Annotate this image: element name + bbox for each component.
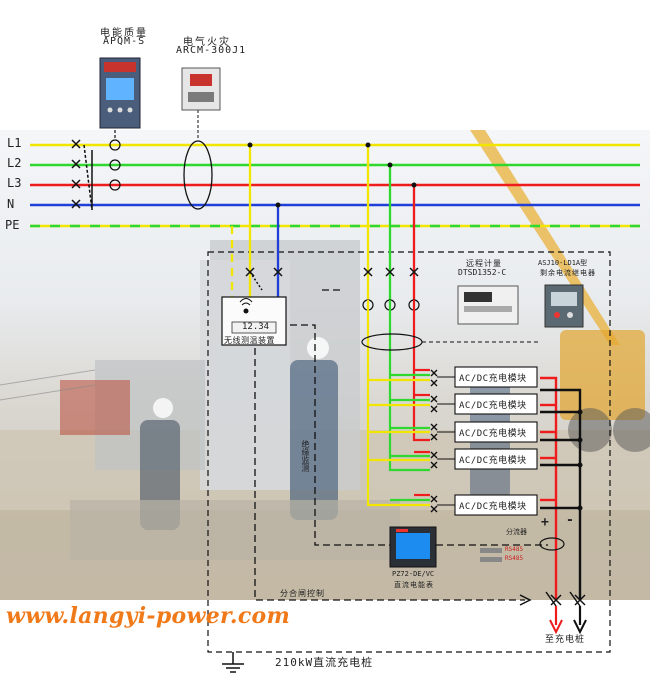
line-label-l3: L3: [7, 176, 22, 190]
shunt-mark-2: RS485: [505, 555, 524, 562]
feeder-drops: [230, 145, 416, 300]
shunt-resistor-1: [480, 548, 502, 553]
line-label-l1: L1: [7, 136, 22, 150]
zero-sequence-ct: [183, 140, 213, 210]
meter-title: 远程计量: [466, 259, 502, 268]
line-label-pe: PE: [5, 218, 20, 232]
leakage-relay-title: ASJ10-LD1A型: [538, 259, 588, 267]
module-breakers: [430, 369, 438, 513]
power-quality-device: [99, 57, 141, 129]
output-switches: [545, 591, 586, 607]
module-label: AC/DC充电模块: [459, 502, 527, 512]
module-label: AC/DC充电模块: [459, 456, 527, 466]
temp-controller-name: 无线测温装置: [224, 336, 275, 345]
meter-device: [457, 285, 519, 325]
shunt-ring: [539, 537, 565, 551]
feeder-breakers: [245, 267, 419, 291]
power-quality-title: 电能质量: [100, 28, 148, 39]
module-label: AC/DC充电模块: [459, 374, 527, 384]
meter-model: DTSD1352-C: [458, 268, 507, 277]
shunt-mark-1: RS485: [505, 546, 524, 553]
insulation-monitor-label: 绝缘监测: [301, 440, 310, 472]
cabinet-label: 210kW直流充电桩: [275, 656, 374, 669]
line-label-n: N: [7, 197, 15, 211]
shunt-label: 分流器: [506, 528, 527, 536]
fire-monitor-title: 电气火灾: [183, 37, 231, 48]
temp-controller-device: [221, 296, 287, 346]
main-breaker: [71, 139, 93, 211]
line-label-l2: L2: [7, 156, 22, 170]
output-arrow-negative: [573, 619, 587, 635]
fire-monitor-device: [181, 67, 221, 111]
control-wiring: [254, 289, 548, 601]
to-charger-label: 至充电桩: [545, 635, 586, 645]
module-boxes: [437, 366, 538, 516]
dc-meter-device: [389, 526, 437, 568]
watermark: www.langyi-power.com: [6, 603, 291, 629]
ground-icon: [222, 652, 244, 673]
dc-meter-name: 直流电能表: [394, 581, 434, 589]
temp-reading: 12.34: [242, 322, 270, 332]
negative-label: -: [566, 513, 574, 528]
control-label: 分合闸控制: [280, 589, 325, 598]
leakage-relay-device: [544, 284, 584, 328]
module-feed-bus: [366, 300, 430, 507]
fire-monitor-model: ARCM-300J1: [176, 45, 247, 56]
leakage-relay-subtitle: 剩余电流继电器: [540, 269, 596, 277]
output-arrow-positive: [549, 619, 563, 635]
dc-meter-model: PZ72-DE/VC: [392, 570, 435, 578]
dc-output-bus: [540, 376, 582, 600]
shunt-resistor-2: [480, 557, 502, 562]
module-label: AC/DC充电模块: [459, 429, 527, 439]
positive-label: +: [541, 515, 549, 530]
power-quality-model: APQM-S: [103, 36, 146, 47]
module-label: AC/DC充电模块: [459, 401, 527, 411]
cabinet-outline: [207, 251, 611, 653]
